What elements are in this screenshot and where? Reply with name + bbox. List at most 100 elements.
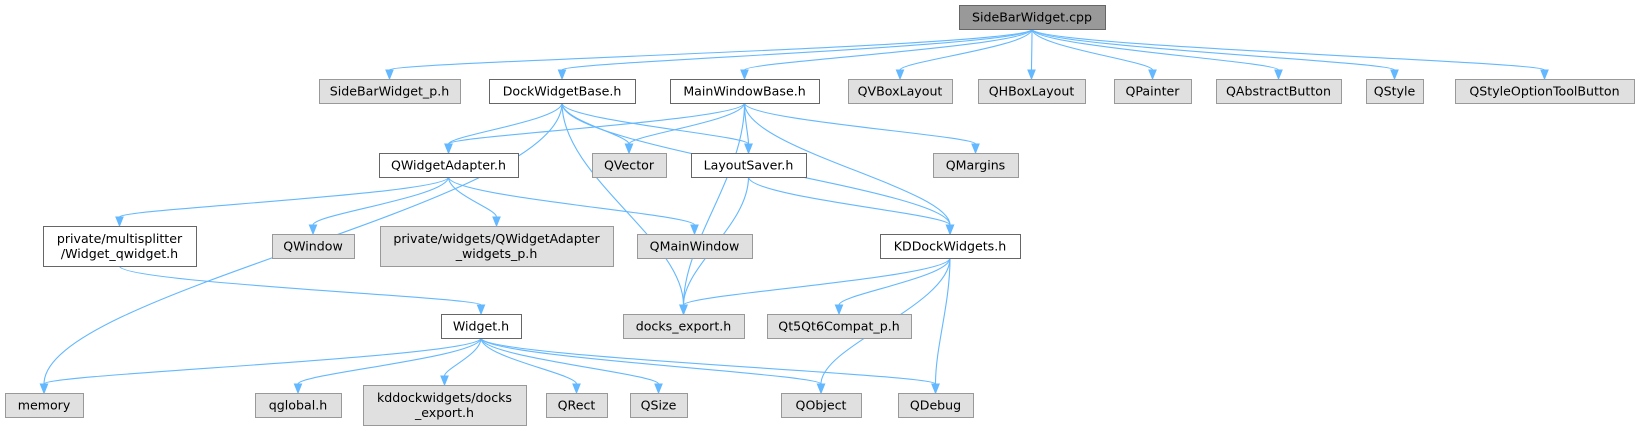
node-qwidgetadapter-h: QWidgetAdapter.h [379, 153, 519, 178]
edge-widget-h-to-qsize [480, 337, 663, 395]
node-qmainwindow: QMainWindow [637, 234, 753, 259]
edge-qwidgetadapter-h-to-qwidgetadapter-widgets-p-h [447, 176, 501, 228]
node-box [272, 234, 355, 259]
edge-arrowhead [895, 69, 905, 81]
edge-qwidgetadapter-h-to-widget-qwidget-h [115, 176, 450, 228]
node-widget-qwidget-h: private/multisplitter/Widget_qwidget.h [43, 226, 197, 267]
edge-sidebarwidget-cpp-to-sidebarwidget-p-h [385, 28, 1033, 81]
edge-arrowhead [1274, 69, 1283, 81]
edge-arrowhead [444, 143, 453, 155]
node-box [441, 314, 522, 339]
edge-widget-h-to-kddockwidgets-docks-export-h [440, 337, 482, 387]
node-box [880, 234, 1021, 259]
node-qt5qt6compat-p-h: Qt5Qt6Compat_p.h [767, 314, 912, 339]
edge-line [747, 176, 951, 226]
node-qobject: QObject [781, 393, 862, 418]
edge-arrowhead [440, 375, 449, 387]
edge-mainwindowbase-h-to-qmargins [743, 102, 980, 155]
node-label: private/multisplitter [57, 231, 183, 246]
edge-mainwindowbase-h-to-qwidgetadapter-h [444, 102, 746, 155]
edge-dockwidgetbase-h-to-docks-export-h [561, 102, 688, 316]
edge-line [561, 102, 630, 145]
edge-mainwindowbase-h-to-qvector [624, 102, 746, 155]
edge-line [899, 28, 1033, 71]
edge-line [443, 337, 482, 377]
edge-arrowhead [39, 383, 49, 395]
edge-sidebarwidget-cpp-to-dockwidgetbase-h [557, 28, 1033, 81]
node-qrect: QRect [546, 393, 608, 418]
node-label: QObject [796, 398, 847, 413]
node-label: LayoutSaver.h [704, 158, 794, 173]
node-label: SideBarWidget.cpp [972, 10, 1092, 25]
edge-line [118, 176, 450, 218]
node-box [959, 5, 1106, 30]
edge-widget-qwidget-h-to-widget-h [118, 265, 486, 316]
node-memory: memory [5, 393, 84, 418]
edge-arrowhead [971, 143, 980, 155]
edge-arrowhead [308, 224, 318, 236]
node-box [43, 226, 197, 267]
node-label: QHBoxLayout [989, 84, 1075, 99]
node-qvector: QVector [592, 153, 667, 178]
edge-arrowhead [931, 383, 940, 395]
node-label: QWindow [283, 239, 343, 254]
edge-line [682, 102, 746, 306]
edge-arrowhead [476, 304, 486, 316]
node-sidebarwidget-cpp: SideBarWidget.cpp [959, 5, 1106, 30]
node-qvboxlayout: QVBoxLayout [848, 79, 953, 104]
node-box [630, 393, 688, 418]
edge-line [743, 102, 750, 145]
edges-layer [39, 28, 1549, 395]
edge-line [682, 257, 951, 306]
edge-mainwindowbase-h-to-layoutsaver-h [743, 102, 753, 155]
node-box [1455, 79, 1635, 104]
edge-line [934, 257, 951, 385]
node-box [592, 153, 667, 178]
node-label: QStyle [1374, 84, 1416, 99]
node-dockwidgetbase-h: DockWidgetBase.h [489, 79, 636, 104]
node-label: _widgets_p.h [455, 246, 538, 261]
node-box [489, 79, 636, 104]
edge-line [447, 102, 563, 145]
edge-line [1030, 28, 1033, 71]
edge-line [561, 102, 750, 145]
edge-sidebarwidget-cpp-to-qstyle [1031, 28, 1399, 81]
edge-widget-h-to-qdebug [480, 337, 940, 395]
node-label: QRect [558, 398, 596, 413]
edge-widget-h-to-qglobal-h [293, 337, 482, 395]
edge-arrowhead [690, 224, 699, 236]
edge-qwidgetadapter-h-to-qmainwindow [447, 176, 699, 236]
edge-line [1031, 28, 1280, 71]
node-box [623, 314, 745, 339]
node-box [379, 153, 519, 178]
node-box [898, 393, 974, 418]
edge-kddockwidgets-h-to-qdebug [931, 257, 951, 395]
node-label: kddockwidgets/docks [377, 390, 512, 405]
node-qwidgetadapter-widgets-p-h: private/widgets/QWidgetAdapter_widgets_p… [380, 226, 614, 267]
edge-line [388, 28, 1033, 71]
edge-arrowhead [816, 383, 826, 395]
node-box [767, 314, 912, 339]
edge-line [628, 102, 746, 145]
edge-arrowhead [744, 143, 753, 155]
node-label: QWidgetAdapter.h [391, 158, 506, 173]
edge-line [297, 337, 482, 385]
node-qpainter: QPainter [1114, 79, 1192, 104]
edge-widget-h-to-qrect [480, 337, 581, 395]
node-box [546, 393, 608, 418]
edge-kddockwidgets-h-to-qt5qt6compat-p-h [834, 257, 951, 316]
node-widget-h: Widget.h [441, 314, 522, 339]
node-label: QPainter [1125, 84, 1180, 99]
node-label: QMargins [946, 158, 1006, 173]
node-box [1216, 79, 1342, 104]
node-box [637, 234, 753, 259]
node-qstyle: QStyle [1366, 79, 1424, 104]
edge-line [743, 28, 1033, 71]
edge-line [1031, 28, 1154, 71]
node-label: QDebug [910, 398, 961, 413]
edge-line [480, 337, 822, 385]
node-label: QMainWindow [650, 239, 740, 254]
edge-dockwidgetbase-h-to-qwidgetadapter-h [444, 102, 563, 155]
edge-sidebarwidget-cpp-to-qvboxlayout [895, 28, 1033, 81]
node-box [933, 153, 1019, 178]
